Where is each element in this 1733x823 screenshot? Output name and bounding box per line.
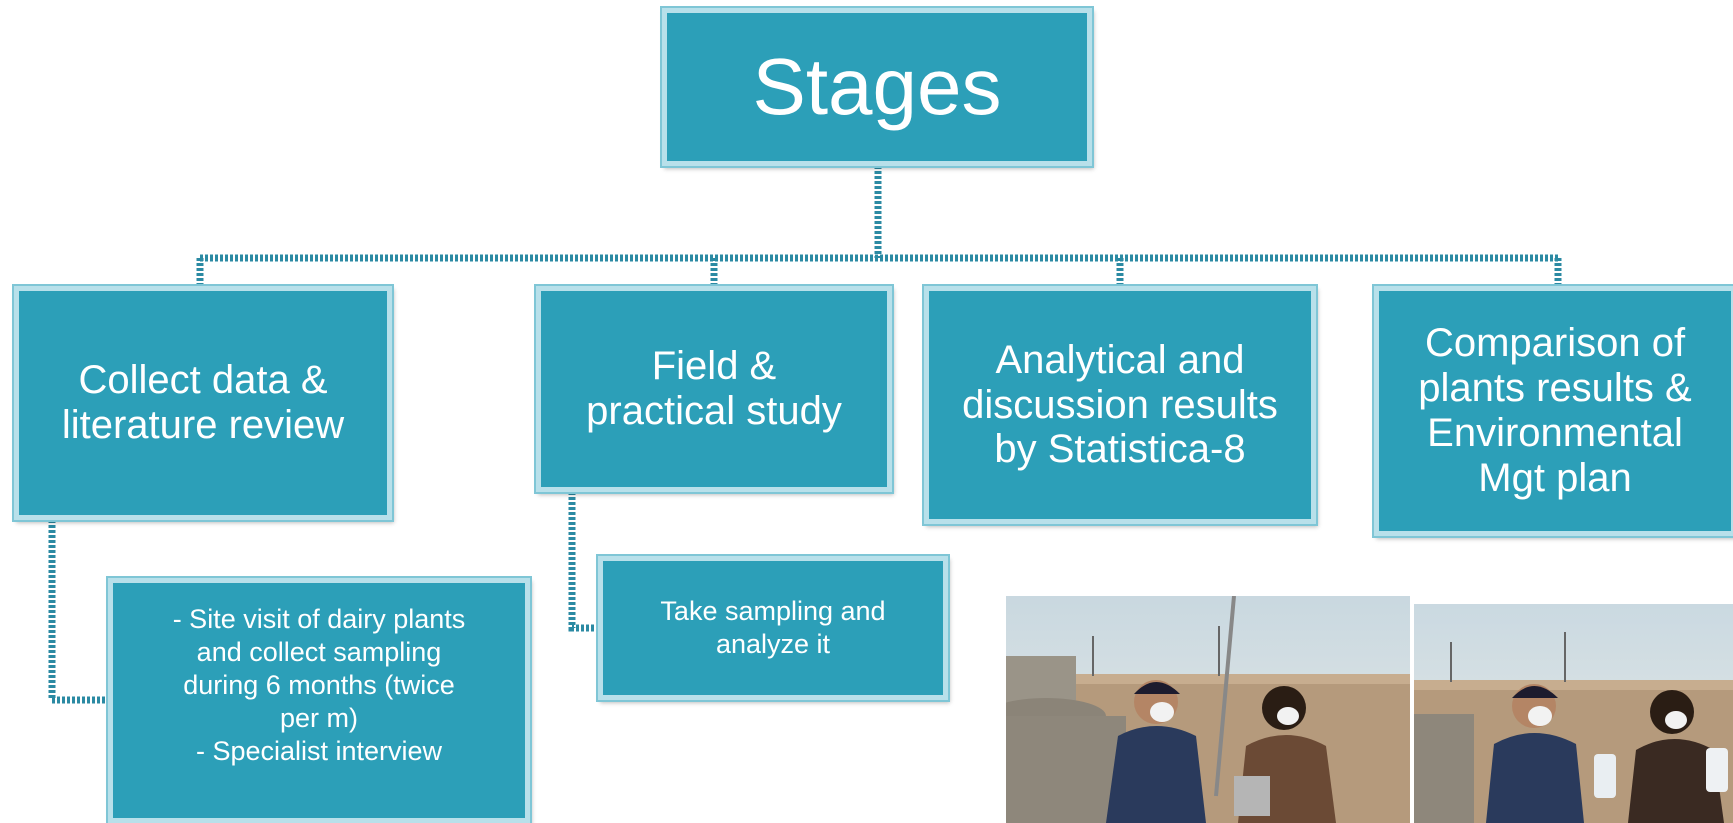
detail-sampling-box: Take sampling and analyze it: [596, 554, 950, 702]
connector-stage-1-to-detail-1: [48, 520, 108, 704]
stage-collect-data-box: Collect data & literature review: [12, 284, 394, 522]
stage-comparison-box: Comparison of plants results & Environme…: [1372, 284, 1733, 538]
stage-collect-data-label: Collect data & literature review: [61, 358, 345, 447]
stages-root-box: Stages: [660, 6, 1094, 168]
connector-stage-2-to-detail-2: [568, 492, 598, 632]
stage-field-study-box: Field & practical study: [534, 284, 894, 494]
stage-analytical-box: Analytical and discussion results by Sta…: [922, 284, 1318, 526]
field-photo-sampling: [1006, 596, 1410, 823]
detail-site-visit-label: - Site visit of dairy plants and collect…: [172, 604, 466, 766]
detail-sampling-label: Take sampling and analyze it: [660, 596, 886, 659]
stage-analytical-label: Analytical and discussion results by Sta…: [962, 337, 1278, 472]
field-photo-bottles: [1414, 604, 1733, 823]
stage-field-study-label: Field & practical study: [586, 344, 842, 433]
stages-root-label: Stages: [752, 42, 1002, 131]
detail-site-visit-box: - Site visit of dairy plants and collect…: [106, 576, 532, 823]
stage-comparison-label: Comparison of plants results & Environme…: [1418, 321, 1692, 500]
